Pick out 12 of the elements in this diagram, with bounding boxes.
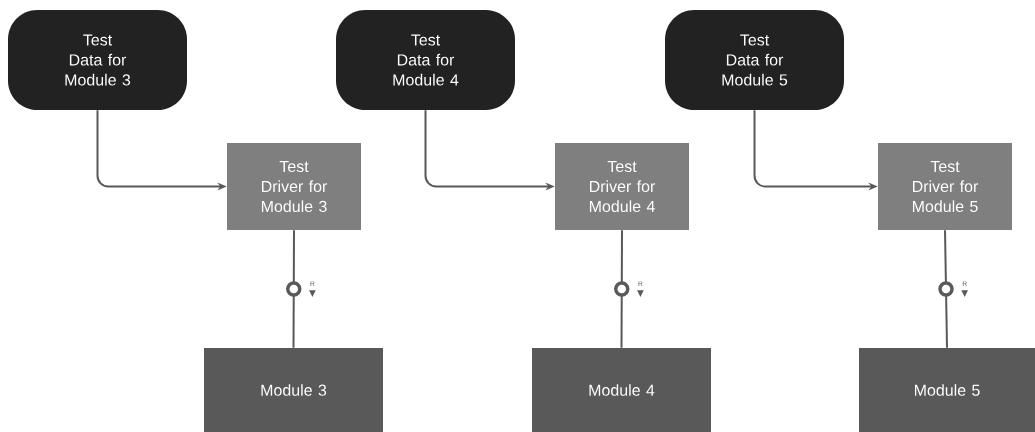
module-box: Module 3 [204,348,383,432]
driver-box: Test Driver for Module 4 [555,143,689,230]
connector [614,229,630,349]
driver-box: Test Driver for Module 3 [227,143,361,230]
connector [938,229,954,349]
module-box: Module 5 [859,348,1035,432]
module-box: Module 4 [532,348,711,432]
driver-box: Test Driver for Module 5 [878,143,1012,230]
connector [286,229,302,349]
data-box: Test Data for Module 3 [8,10,187,110]
data-box: Test Data for Module 4 [336,10,515,110]
data-box: Test Data for Module 5 [665,10,844,110]
